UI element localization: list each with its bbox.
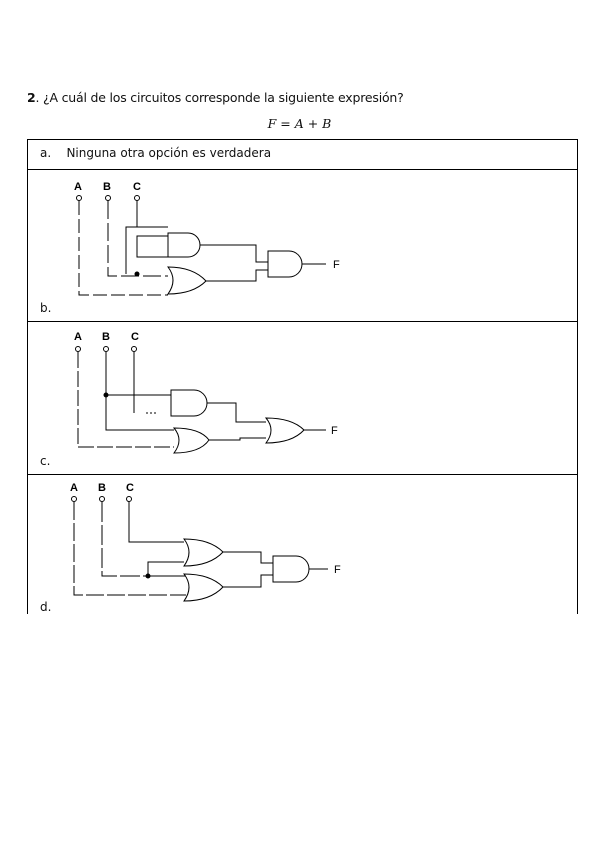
- options-table: a. Ninguna otra opción es verdadera A B …: [27, 139, 578, 614]
- input-a-terminal: [75, 346, 81, 352]
- expression-formula: F = A + B: [267, 116, 332, 131]
- or-gate-1: [166, 266, 207, 295]
- and-gate-1: [167, 232, 201, 258]
- option-b-row[interactable]: A B C: [27, 169, 578, 321]
- and-gate-1: [272, 555, 310, 583]
- question-number: 2: [27, 90, 36, 105]
- output-f-label: F: [334, 564, 341, 576]
- input-c-terminal: [134, 195, 140, 201]
- or-gate-2: [182, 573, 224, 602]
- input-a-terminal: [71, 496, 77, 502]
- or-gate-1: [182, 538, 224, 567]
- option-a-label: a. Ninguna otra opción es verdadera: [40, 146, 272, 160]
- input-a-label: A: [74, 181, 82, 193]
- and-gate-2: [267, 250, 303, 278]
- input-c-terminal: [131, 346, 137, 352]
- question-text: 2. ¿A cuál de los circuitos corresponde …: [27, 90, 404, 105]
- circuit-b-diagram: A B C: [74, 181, 340, 296]
- input-b-terminal: [103, 346, 109, 352]
- output-f-label: F: [331, 425, 338, 437]
- option-c-label: c.: [40, 454, 51, 468]
- option-d-label: d.: [40, 600, 52, 614]
- input-c-terminal: [126, 496, 132, 502]
- circuit-d-diagram: A B C F: [70, 482, 341, 602]
- circuit-c-diagram: A B C: [74, 331, 338, 454]
- question-prompt: . ¿A cuál de los circuitos corresponde l…: [35, 90, 404, 105]
- input-b-label: B: [98, 482, 106, 494]
- or-gate-1: [172, 427, 210, 454]
- and-gate-1: [170, 389, 208, 417]
- option-d-row[interactable]: A B C F: [27, 474, 578, 614]
- input-c-label: C: [126, 482, 134, 494]
- input-b-terminal: [105, 195, 111, 201]
- option-c-row[interactable]: A B C: [27, 321, 578, 474]
- or-gate-2: [264, 417, 305, 444]
- option-a-row[interactable]: a. Ninguna otra opción es verdadera: [27, 139, 578, 169]
- input-b-terminal: [99, 496, 105, 502]
- input-c-label: C: [133, 181, 141, 193]
- option-b-label: b.: [40, 301, 52, 315]
- input-b-label: B: [103, 181, 111, 193]
- output-f-label: F: [333, 259, 340, 271]
- input-a-terminal: [76, 195, 82, 201]
- input-a-label: A: [70, 482, 78, 494]
- input-c-label: C: [131, 331, 139, 343]
- input-b-label: B: [102, 331, 110, 343]
- input-a-label: A: [74, 331, 82, 343]
